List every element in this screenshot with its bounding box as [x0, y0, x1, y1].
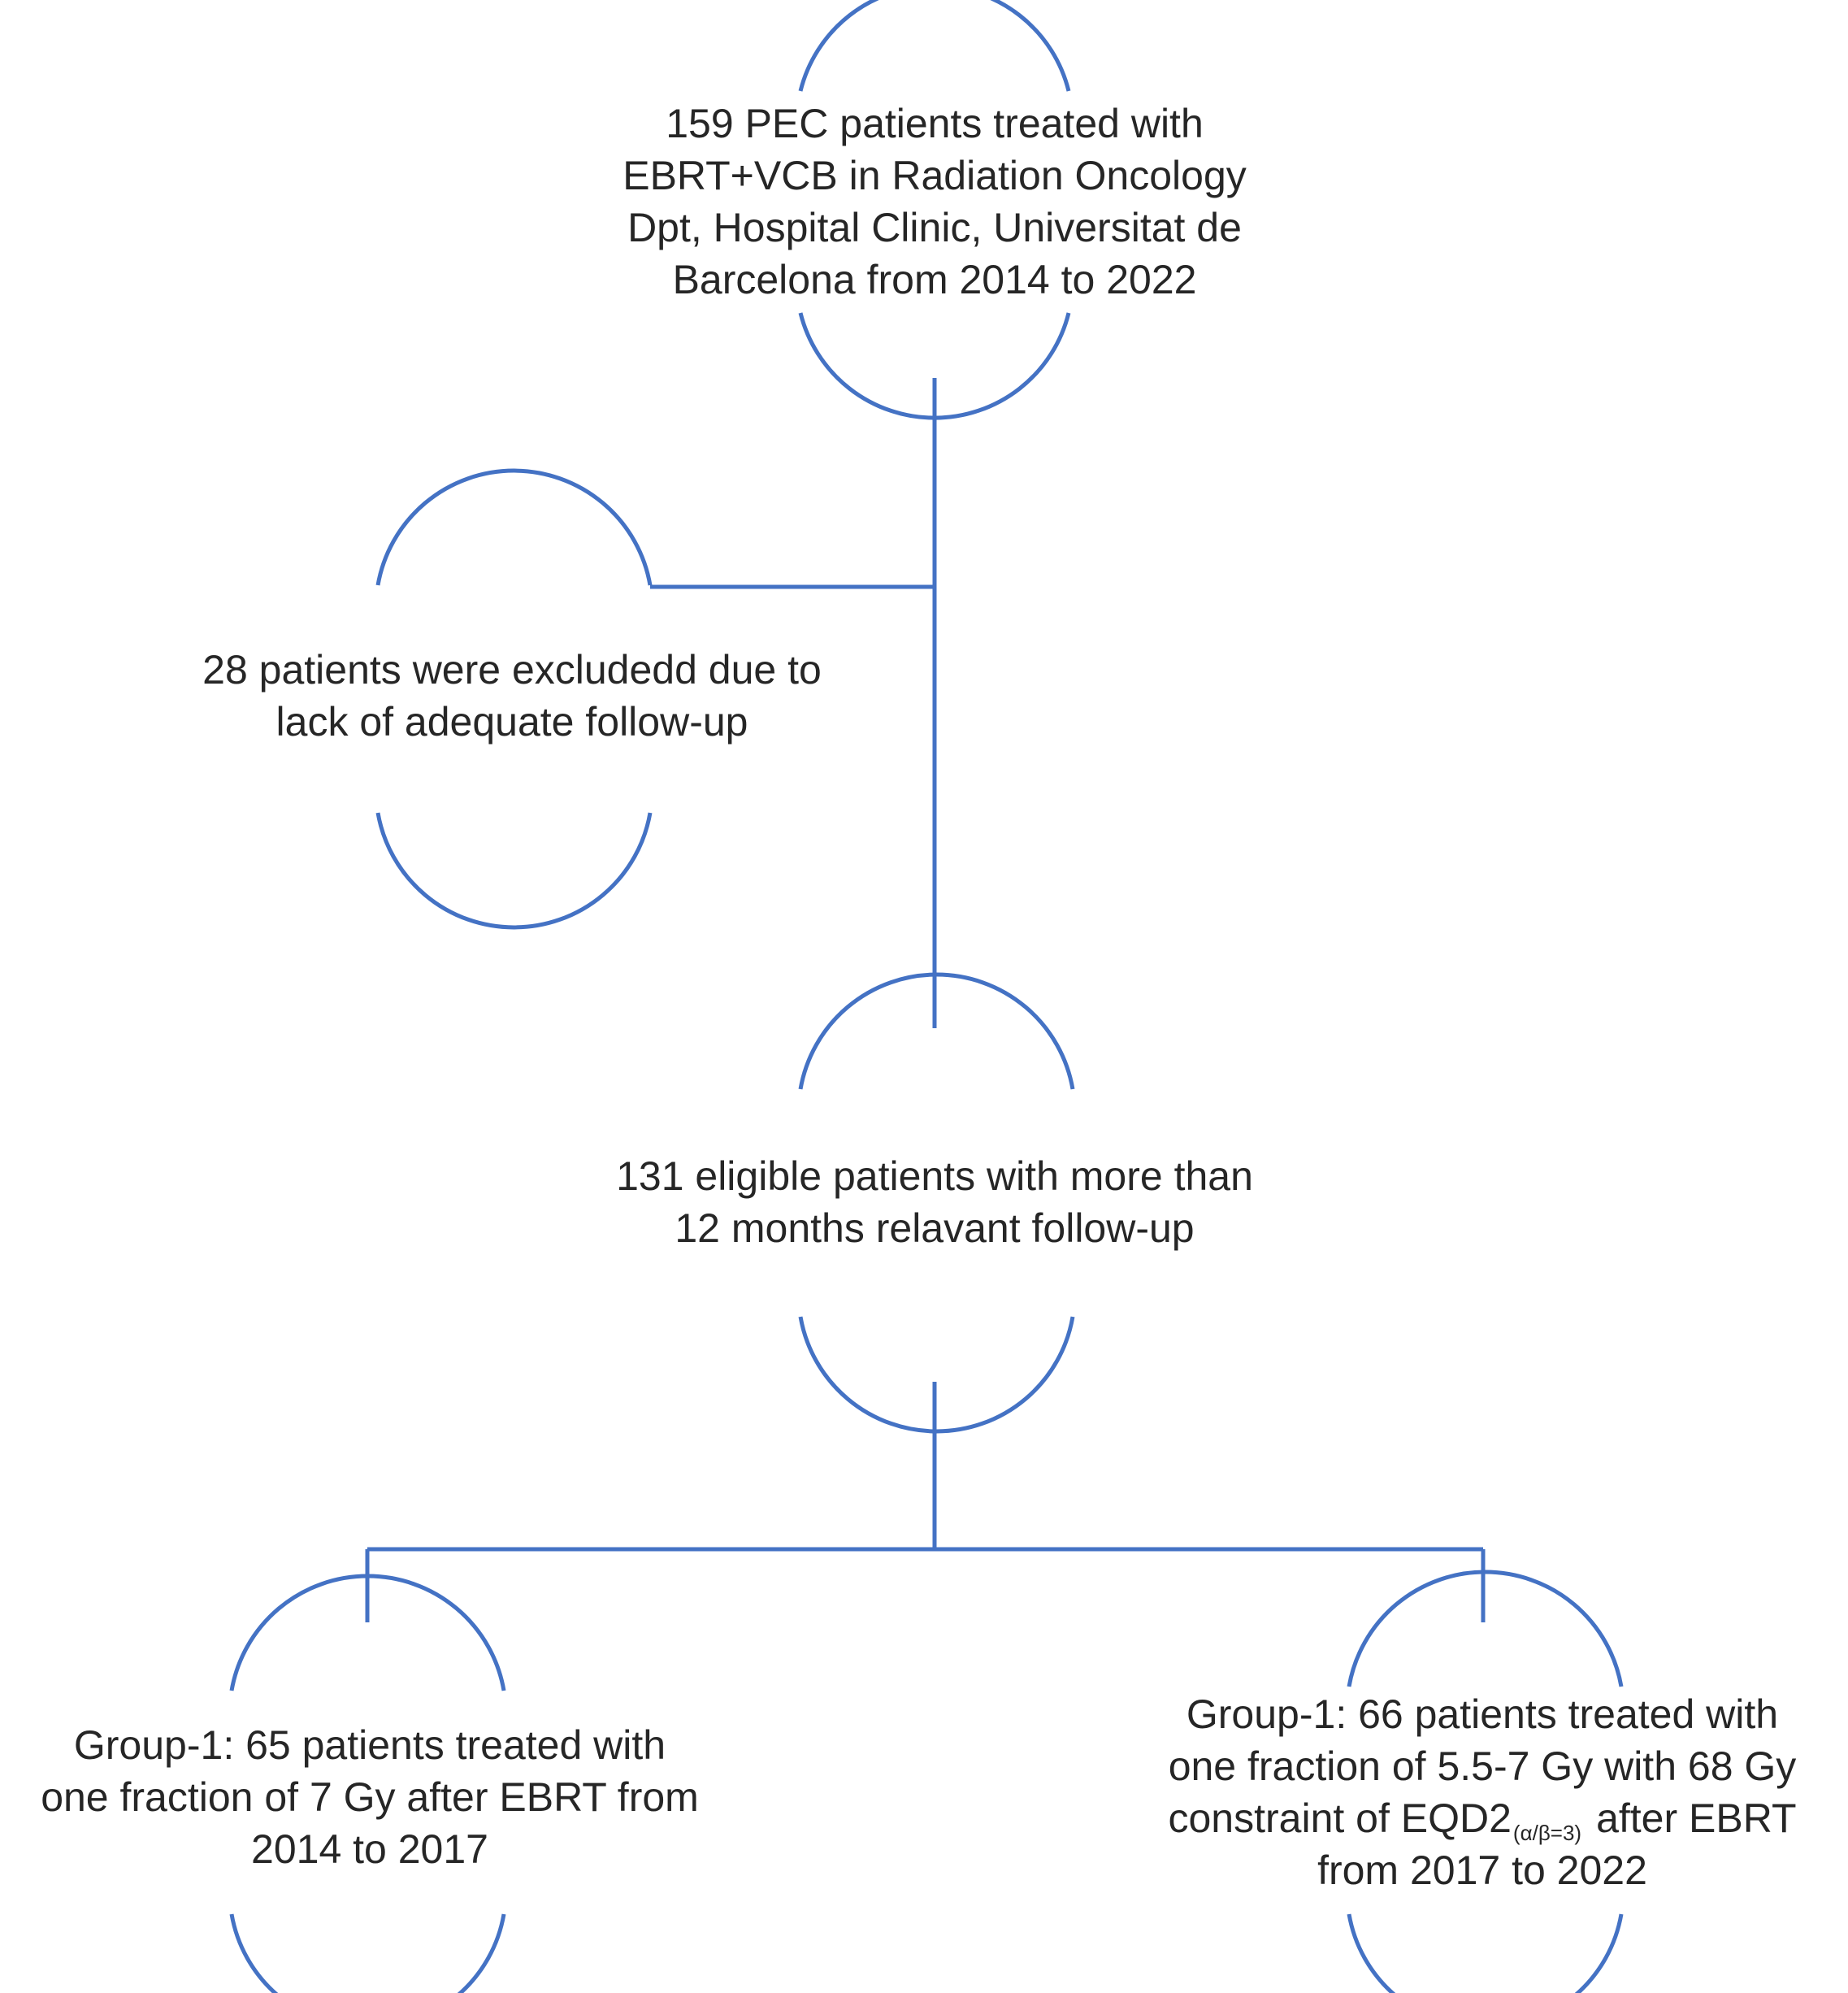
- group-right-line-2: one fraction of 5.5-7 Gy with 68 Gy: [1168, 1743, 1797, 1789]
- top-node-line-2: EBRT+VCB in Radiation Oncology: [623, 153, 1247, 198]
- eqd2-subscript: (α/β=3): [1512, 1821, 1582, 1845]
- excluded-node-lower-arc: [375, 812, 653, 930]
- top-node-line-4: Barcelona from 2014 to 2022: [672, 257, 1197, 302]
- top-node-line-1: 159 PEC patients treated with: [666, 101, 1204, 146]
- eligible-node-text: 131 eligible patients with more than 12 …: [569, 1150, 1300, 1254]
- group-right-line-1: Group-1: 66 patients treated with: [1186, 1691, 1779, 1737]
- group-left-line-2: one fraction of 7 Gy after EBRT from: [41, 1774, 699, 1820]
- top-node-line-3: Dpt, Hospital Clinic, Universitat de: [627, 205, 1242, 250]
- top-node-upper-arc: [798, 0, 1071, 92]
- group-right-line-4: from 2017 to 2022: [1317, 1848, 1647, 1893]
- group-right-line-3-main: constraint of EQD2: [1168, 1795, 1512, 1841]
- eligible-node-line-1: 131 eligible patients with more than: [616, 1153, 1253, 1199]
- group-right-node-lower-arc: [1347, 1913, 1624, 1993]
- group-left-line-1: Group-1: 65 patients treated with: [73, 1722, 666, 1768]
- excluded-node-line-2: lack of adequate follow-up: [275, 699, 748, 745]
- excluded-node-upper-arc: [375, 468, 653, 586]
- group-left-node-lower-arc: [229, 1913, 506, 1993]
- group-left-node-text: Group-1: 65 patients treated with one fr…: [8, 1719, 731, 1875]
- group-right-node-text: Group-1: 66 patients treated with one fr…: [1125, 1688, 1840, 1896]
- group-left-line-3: 2014 to 2017: [251, 1826, 488, 1872]
- group-right-line-3: constraint of EQD2(α/β=3) after EBRT: [1125, 1792, 1840, 1844]
- group-right-line-3-tail: after EBRT: [1596, 1795, 1797, 1841]
- excluded-node-text: 28 patients were excludedd due to lack o…: [163, 644, 861, 748]
- top-node-text: 159 PEC patients treated with EBRT+VCB i…: [609, 98, 1260, 306]
- eligible-node-line-2: 12 months relavant follow-up: [675, 1205, 1195, 1251]
- excluded-node-line-1: 28 patients were excludedd due to: [202, 647, 822, 693]
